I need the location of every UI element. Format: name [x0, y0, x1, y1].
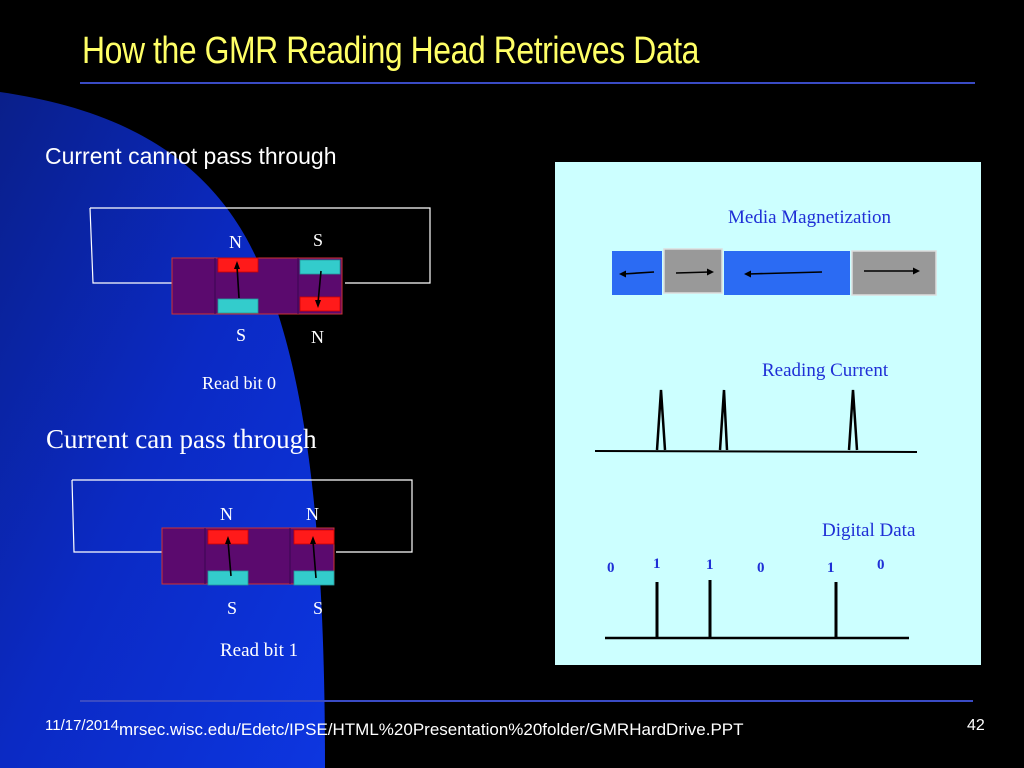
bottom-circuit-wire [71, 479, 413, 553]
bit-label: 1 [827, 560, 835, 576]
bottom-read-label: Read bit 1 [220, 640, 299, 661]
bit-label: 0 [607, 560, 615, 576]
media-magnetization-strip [612, 248, 937, 296]
current-pulse-1 [655, 389, 667, 451]
bottom-caption: Current can pass through [46, 424, 317, 454]
media-domain-2 [663, 248, 723, 294]
top-right-magnet-north [299, 296, 341, 312]
top-pole-right-top: S [313, 230, 324, 250]
top-right-arrow [317, 270, 322, 304]
reading-current-baseline [594, 450, 918, 453]
bottom-pole-left-bottom: S [227, 598, 238, 618]
top-left-magnet-south [217, 298, 259, 314]
top-read-label: Read bit 0 [202, 373, 276, 393]
top-circuit-wire [89, 207, 431, 284]
current-pulse-2 [718, 389, 729, 451]
bottom-gmr-head-diagram [71, 479, 413, 586]
reading-current-signal [594, 389, 918, 453]
top-right-magnet-south [299, 259, 341, 275]
slide-title: How the GMR Reading Head Retrieves Data [82, 30, 699, 72]
bottom-right-arrow [312, 540, 317, 579]
bottom-left-magnet-south [207, 570, 249, 586]
bit-label: 0 [877, 557, 885, 573]
media-magnetization-label: Media Magnetization [728, 207, 892, 228]
top-pole-left-bottom: S [236, 325, 247, 345]
bit-label: 1 [653, 556, 661, 572]
media-arrow-3 [747, 271, 823, 275]
bottom-pole-right-bottom: S [313, 598, 324, 618]
title-rule [80, 82, 975, 84]
top-left-arrow [236, 265, 240, 299]
top-pole-left-top: N [229, 232, 242, 252]
top-pole-right-bottom: N [311, 327, 324, 347]
media-arrow-1 [622, 271, 655, 275]
footer-source-url: mrsec.wisc.edu/Edetc/IPSE/HTML%20Present… [119, 720, 744, 739]
top-gmr-head-diagram [89, 207, 431, 315]
bit-label: 0 [757, 560, 765, 576]
bottom-right-magnet-south [293, 570, 335, 586]
media-domain-4 [851, 250, 937, 296]
footer-date: 11/17/2014 [45, 717, 119, 734]
bit-label: 1 [706, 557, 714, 573]
readout-panel: Media Magnetization Reading Current Digi… [555, 162, 981, 665]
digital-data-label: Digital Data [822, 520, 916, 541]
bottom-pole-left-top: N [220, 504, 233, 524]
bottom-pole-right-top: N [306, 504, 319, 524]
top-caption: Current cannot pass through [45, 143, 337, 169]
slide-number: 42 [967, 717, 985, 734]
reading-current-label: Reading Current [762, 360, 889, 381]
footer-rule [80, 700, 973, 702]
bottom-left-arrow [227, 540, 232, 577]
current-pulse-3 [847, 389, 859, 451]
media-arrow-2 [675, 271, 711, 274]
digital-data-signal [605, 580, 909, 640]
